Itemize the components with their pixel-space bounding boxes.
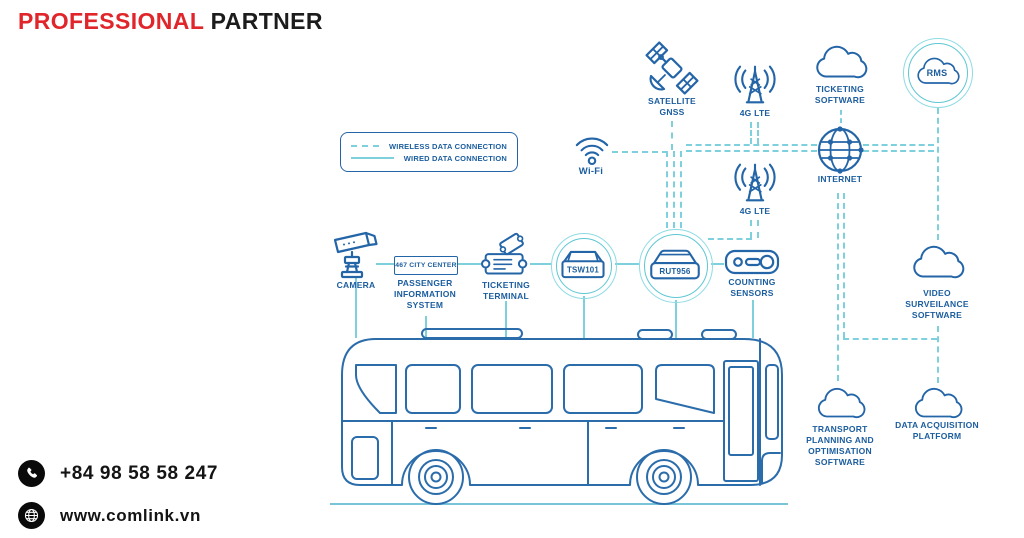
lte-mid-label: 4G LTE (739, 206, 771, 216)
tsw101-inner-ring (556, 238, 612, 294)
counting-sensor-icon (724, 249, 780, 275)
wired-connection (583, 296, 585, 338)
rms-label: RMS (926, 68, 948, 78)
video-surveillance-label: VIDEO SURVEILANCE SOFTWARE (905, 288, 969, 321)
wireless-connection (708, 238, 752, 240)
satellite-label: SATELLITE GNSS (648, 96, 696, 118)
data-acquisition-label: DATA ACQUISITION PLATFORM (895, 420, 979, 442)
cell-tower-icon (728, 160, 782, 206)
ticketing-software-cloud-icon (811, 42, 869, 82)
title-professional: PROFESSIONAL (18, 8, 204, 34)
counting-sensors-label: COUNTING SENSORS (728, 277, 776, 299)
wireless-connection (757, 122, 759, 144)
wireless-connection (686, 150, 817, 152)
video-surveillance-cloud-icon (908, 242, 966, 282)
bus-illustration (330, 327, 790, 511)
ethernet-switch-icon: TSW101 (555, 248, 611, 282)
pis-label: PASSENGER INFORMATION SYSTEM (393, 278, 457, 311)
wireless-connection (750, 122, 752, 144)
data-acquisition-cloud-icon (910, 384, 964, 422)
wireless-connection (843, 338, 937, 340)
phone-contact: +84 98 58 58 247 (18, 460, 218, 487)
phone-number: +84 98 58 58 247 (60, 462, 219, 484)
cctv-camera-icon (332, 228, 382, 280)
legend-wireless-row: WIRELESS DATA CONNECTION (351, 142, 507, 151)
website-contact: www.comlink.vn (18, 502, 201, 529)
wired-connection (752, 300, 754, 338)
wireless-connection (937, 326, 939, 383)
rms-inner-ring (908, 43, 968, 103)
wired-connection (425, 316, 427, 338)
transport-planning-label: TRANSPORT PLANNING AND OPTIMISATION SOFT… (806, 424, 874, 468)
wifi-label: Wi-Fi (578, 166, 604, 177)
wireless-connection (666, 151, 668, 228)
wireless-connection (673, 151, 675, 228)
wireless-connection (863, 144, 934, 146)
wifi-icon (570, 128, 614, 166)
rut956-device-label: RUT956 (659, 267, 690, 276)
wired-connection (615, 263, 639, 265)
legend-wireless-label: WIRELESS DATA CONNECTION (389, 141, 507, 151)
legend-wired-row: WIRED DATA CONNECTION (351, 154, 507, 163)
ticketing-terminal-label: TICKETING TERMINAL (481, 280, 531, 302)
wireless-connection (843, 193, 845, 338)
wireless-connection (612, 151, 668, 153)
rms-cloud-icon (913, 53, 961, 89)
page-title: PROFESSIONAL PARTNER (18, 8, 323, 35)
wireless-connection (837, 193, 839, 381)
wired-connection (505, 301, 507, 338)
wireless-connection (750, 220, 752, 238)
wireless-line-sample (351, 145, 379, 147)
router-icon: RUT956 (644, 246, 706, 284)
website-globe-icon (18, 502, 45, 529)
title-partner: PARTNER (210, 8, 323, 34)
wireless-connection (671, 121, 673, 150)
wired-connection (711, 263, 724, 265)
wired-connection (530, 263, 551, 265)
rut956-outer-ring (639, 229, 713, 303)
wired-connection (355, 278, 357, 338)
internet-label: INTERNET (817, 174, 863, 184)
rut956-inner-ring (644, 234, 708, 298)
camera-label: CAMERA (336, 280, 376, 290)
legend: WIRELESS DATA CONNECTION WIRED DATA CONN… (340, 132, 518, 172)
rms-outer-ring (903, 38, 973, 108)
satellite-icon (643, 40, 701, 96)
wired-connection (456, 263, 483, 265)
transport-planning-cloud-icon (813, 384, 867, 422)
ticket-icon (480, 232, 532, 280)
wired-line-sample (351, 157, 394, 159)
ticketing-software-label: TICKETING SOFTWARE (814, 84, 866, 106)
wireless-connection (680, 151, 682, 228)
cell-tower-icon (728, 62, 782, 108)
wired-connection (675, 300, 677, 338)
wireless-connection (840, 110, 842, 123)
wireless-connection (863, 150, 934, 152)
phone-icon (18, 460, 45, 487)
tsw101-device-label: TSW101 (567, 265, 599, 274)
pis-sign-text: 467 CITY CENTER (395, 262, 457, 269)
wireless-connection (757, 220, 759, 238)
wireless-connection (686, 144, 817, 146)
tsw101-outer-ring (551, 233, 617, 299)
lte-top-label: 4G LTE (739, 108, 771, 118)
ground-line (330, 503, 788, 505)
globe-network-icon (812, 122, 868, 178)
wired-connection (376, 263, 394, 265)
pis-sign: 467 CITY CENTER (394, 256, 458, 275)
legend-wired-label: WIRED DATA CONNECTION (403, 153, 507, 163)
website-url: www.comlink.vn (60, 505, 201, 525)
wireless-connection (937, 108, 939, 240)
